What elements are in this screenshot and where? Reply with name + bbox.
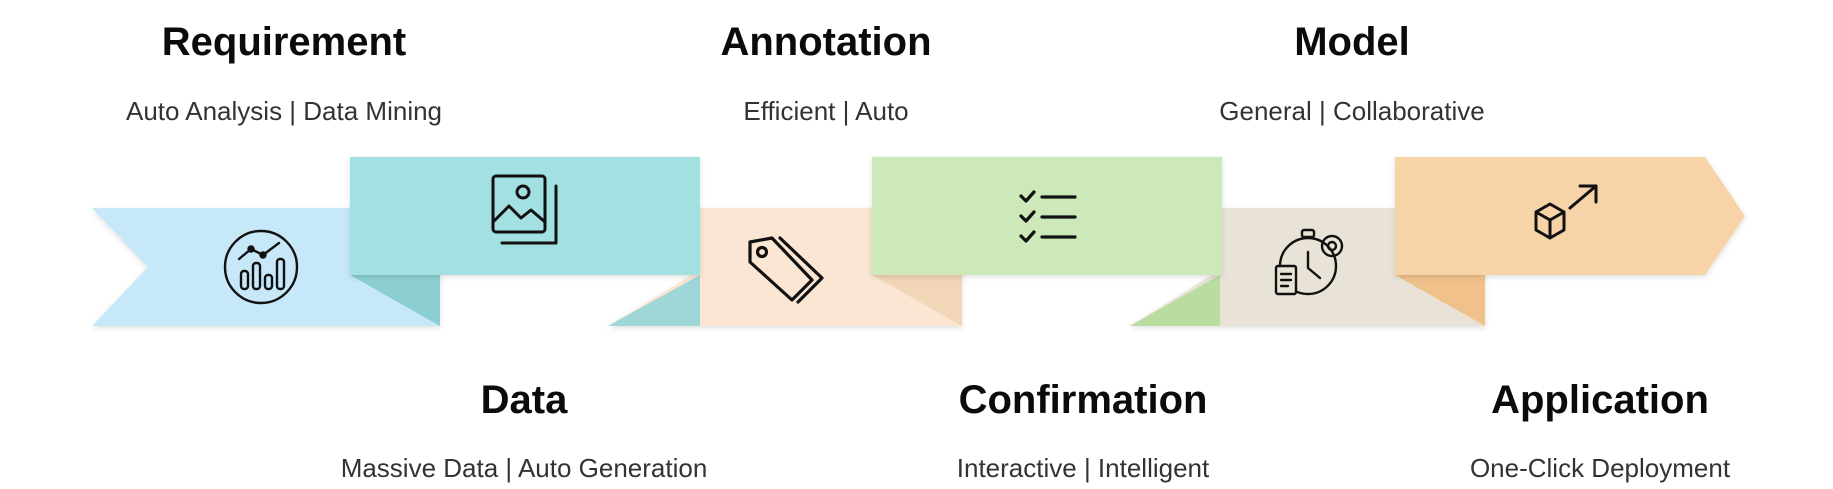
annotation-subtitle: Efficient | Auto [743, 96, 909, 126]
data-fold [350, 275, 440, 326]
application-fold [1395, 275, 1485, 326]
annotation-fold [608, 275, 700, 326]
tags-icon [748, 236, 824, 304]
image-gallery-icon [491, 174, 558, 245]
confirmation-title: Confirmation [958, 378, 1208, 422]
requirement-subtitle: Auto Analysis | Data Mining [125, 96, 443, 126]
model-fold [1130, 275, 1220, 326]
data-subtitle: Massive Data | Auto Generation [340, 453, 708, 483]
application-ribbon [1395, 157, 1745, 275]
analytics-chart-icon [223, 229, 299, 305]
model-title: Model [1294, 20, 1410, 64]
deploy-cube-icon [1534, 184, 1598, 240]
requirement-title: Requirement [161, 20, 407, 64]
model-subtitle: General | Collaborative [1219, 96, 1485, 126]
application-title: Application [1491, 378, 1709, 422]
confirmation-fold [872, 275, 962, 326]
application-subtitle: One-Click Deployment [1469, 453, 1731, 483]
data-title: Data [480, 378, 568, 422]
checklist-icon [1019, 190, 1077, 243]
annotation-title: Annotation [720, 20, 932, 64]
confirmation-subtitle: Interactive | Intelligent [956, 453, 1210, 483]
stopwatch-gear-icon [1274, 228, 1344, 296]
